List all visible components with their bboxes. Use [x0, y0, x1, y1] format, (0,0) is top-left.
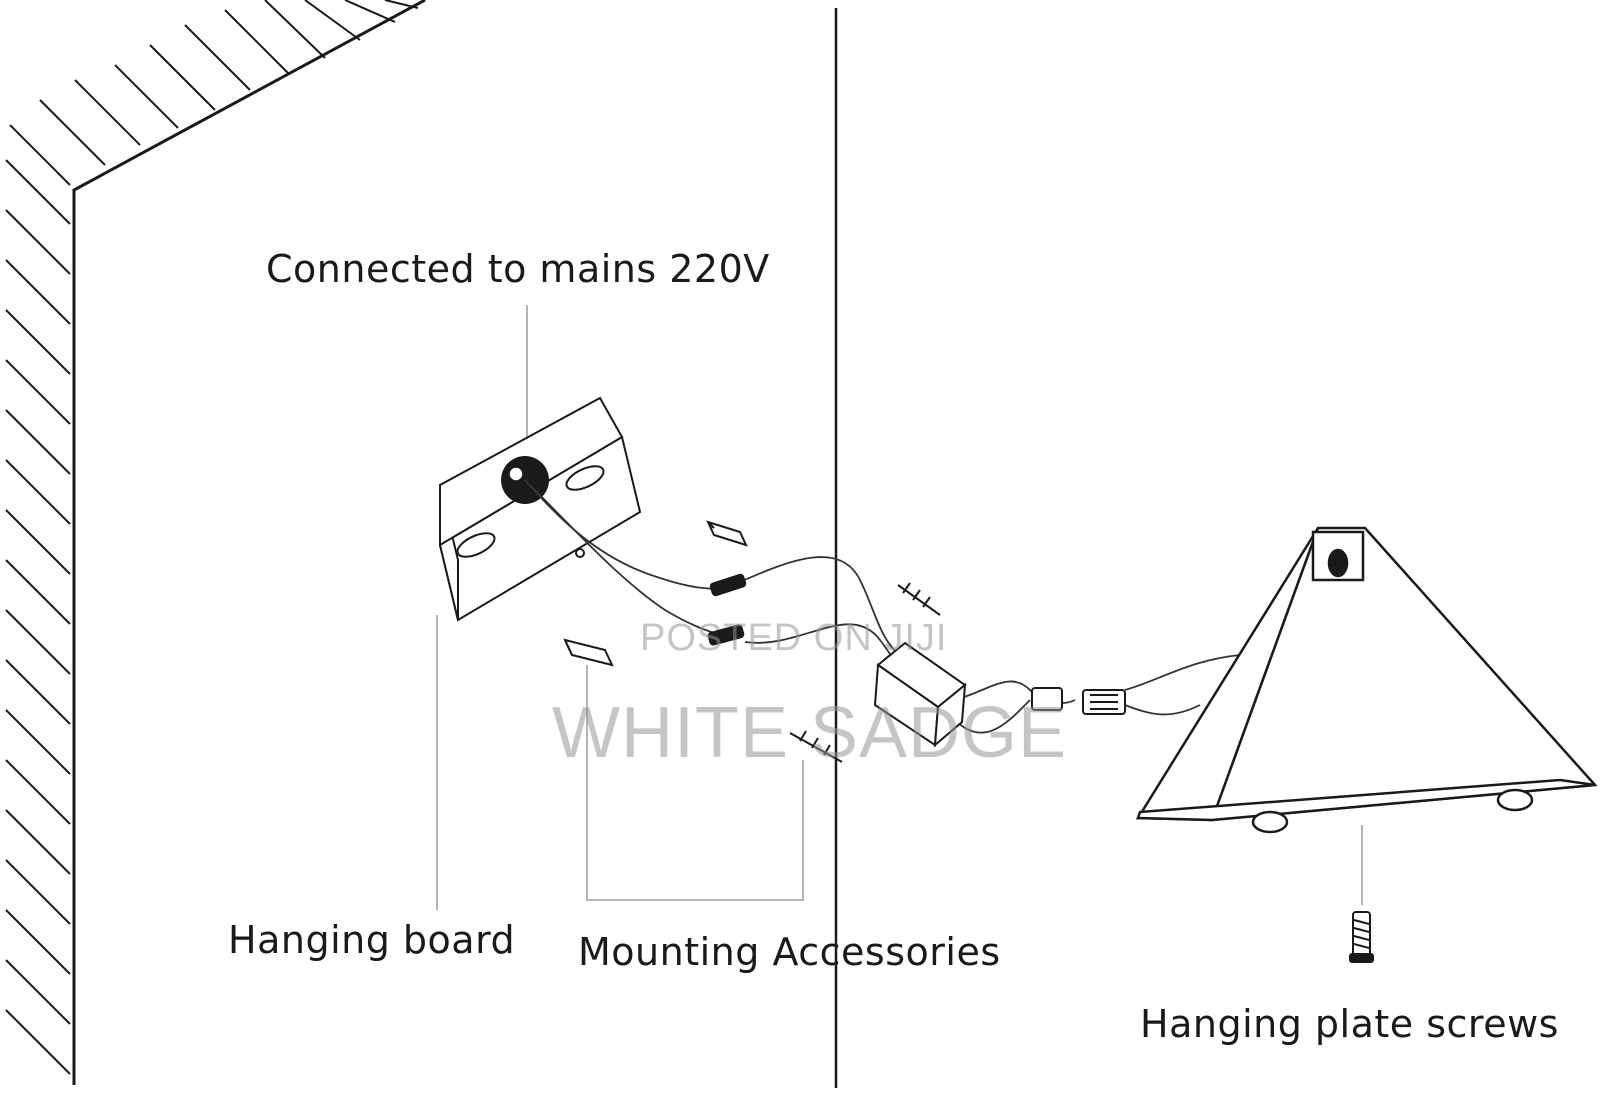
- board-hole-right: [565, 465, 605, 491]
- accessories-leader: [586, 665, 804, 901]
- leader-lines: [436, 305, 1363, 910]
- label-mounting-accessories: Mounting Accessories: [578, 930, 1001, 974]
- anchor-2: [563, 638, 614, 667]
- watermark-brand: WHITE SADGE: [552, 693, 1068, 773]
- anchor-1: [706, 520, 748, 547]
- wall-hatching: [5, 159, 71, 1075]
- screw-1: [897, 582, 941, 616]
- ceiling-hatching: [9, 0, 419, 186]
- mounting-screws: [563, 520, 941, 763]
- board-small-hole: [575, 548, 585, 558]
- label-hanging-board: Hanging board: [228, 918, 516, 962]
- wire-connectors: [707, 573, 747, 646]
- board-hole-left: [456, 532, 496, 558]
- lamp-bottom: [1136, 778, 1596, 822]
- hanging-board: [438, 396, 642, 622]
- hanging-plate-screw: [1349, 911, 1374, 963]
- driver-box: [873, 641, 967, 748]
- lamp-foot-right: [1496, 788, 1534, 812]
- triangle-lamp: [1135, 526, 1598, 834]
- lamp-foot-left: [1251, 810, 1289, 834]
- wires: [524, 479, 1241, 734]
- label-hanging-plate-screws: Hanging plate screws: [1140, 1002, 1559, 1046]
- wall-corner: [5, 0, 426, 1085]
- screw-2: [789, 730, 843, 763]
- plug-connectors: [1031, 687, 1126, 715]
- lamp-front-face: [1210, 526, 1598, 822]
- watermark-posted: POSTED ON JIJI: [640, 617, 948, 659]
- label-mains: Connected to mains 220V: [266, 247, 770, 291]
- wall-outline: [72, 0, 426, 1085]
